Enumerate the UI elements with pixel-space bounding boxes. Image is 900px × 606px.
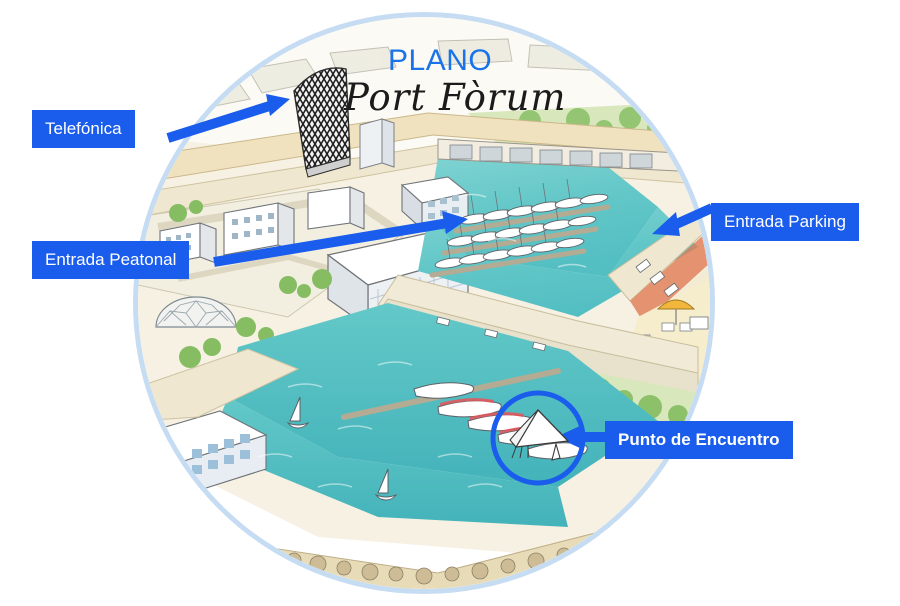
plan-title-plano: PLANO bbox=[388, 44, 493, 77]
label-entrada-parking[interactable]: Entrada Parking bbox=[711, 203, 859, 241]
label-punto-de-encuentro[interactable]: Punto de Encuentro bbox=[605, 421, 793, 459]
label-telefonica[interactable]: Telefónica bbox=[32, 110, 135, 148]
plan-title-port-forum: Port Fòrum bbox=[344, 76, 567, 119]
label-entrada-peatonal[interactable]: Entrada Peatonal bbox=[32, 241, 190, 279]
